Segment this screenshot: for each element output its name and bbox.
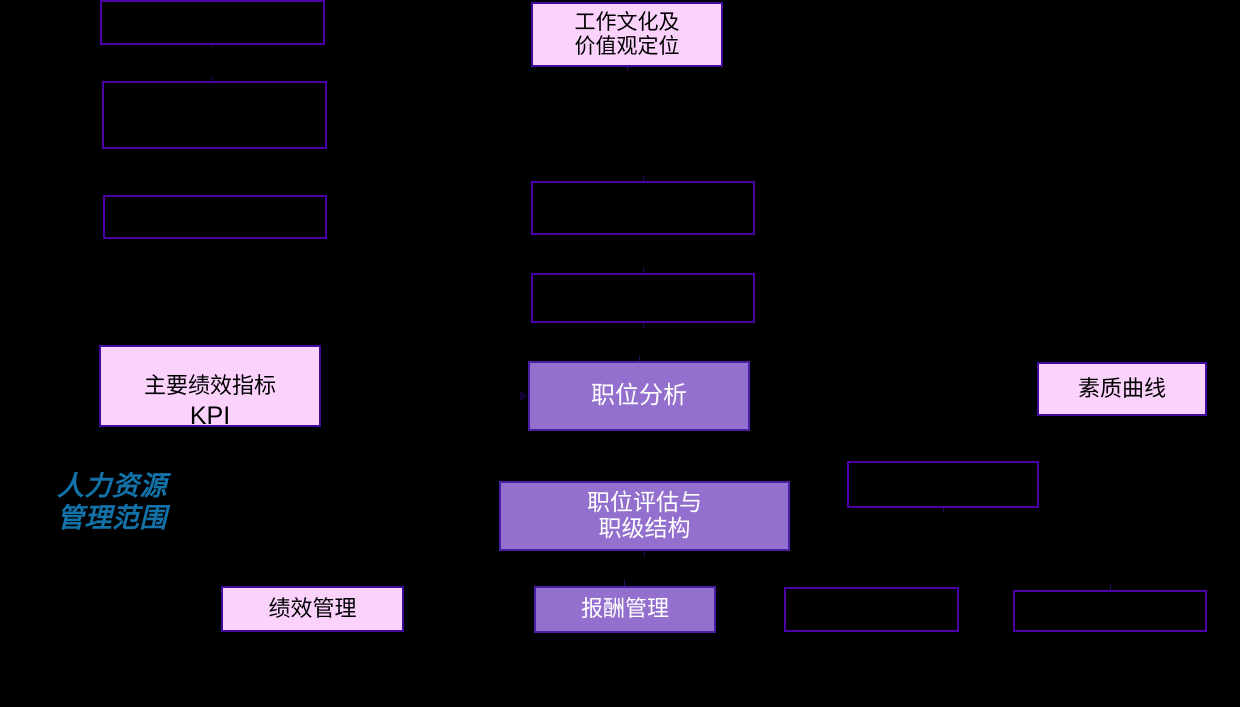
box-compensation-mgmt-label: 报酬管理 [580,596,669,622]
box-performance-mgmt[interactable]: 绩效管理 [221,586,404,632]
box-top-left-1[interactable] [100,0,325,45]
box-job-analysis[interactable]: 职位分析 [528,361,750,431]
connector-line [943,508,944,512]
box-job-eval-label: 职位评估与 职级结构 [587,490,702,541]
box-bottom-empty-1[interactable] [784,587,959,632]
box-work-culture-label: 工作文化及 价值观定位 [574,9,680,58]
connector-line [1110,584,1111,590]
connector-line [644,551,645,557]
box-mid-empty-2[interactable] [531,273,755,323]
box-top-left-2[interactable] [102,81,327,149]
hr-scope-title: 人力资源 管理范围 [57,471,167,533]
box-kpi-overflow-label: KPI [189,402,231,430]
box-right-empty-mid[interactable] [847,461,1039,508]
connector-line [627,67,628,71]
box-bottom-empty-2[interactable] [1013,590,1207,632]
box-work-culture[interactable]: 工作文化及 价值观定位 [531,2,723,67]
box-job-analysis-label: 职位分析 [591,382,687,409]
box-compensation-mgmt[interactable]: 报酬管理 [534,586,716,633]
box-kpi-label: 主要绩效指标 [143,372,276,398]
connector-line [624,580,625,586]
box-top-left-3[interactable] [103,195,327,239]
box-job-eval[interactable]: 职位评估与 职级结构 [499,481,790,551]
arrow-icon [520,391,528,401]
box-kpi[interactable]: 主要绩效指标 [99,345,321,427]
box-performance-mgmt-label: 绩效管理 [268,595,357,621]
box-competency-curve[interactable]: 素质曲线 [1037,362,1207,416]
connector-line [212,44,213,47]
connector-line [212,77,213,82]
box-mid-empty-1[interactable] [531,181,755,235]
connector-line [643,323,644,328]
connector-line [643,268,644,273]
connector-line [643,176,644,181]
connector-line [639,356,640,361]
box-competency-curve-label: 素质曲线 [1077,375,1166,401]
